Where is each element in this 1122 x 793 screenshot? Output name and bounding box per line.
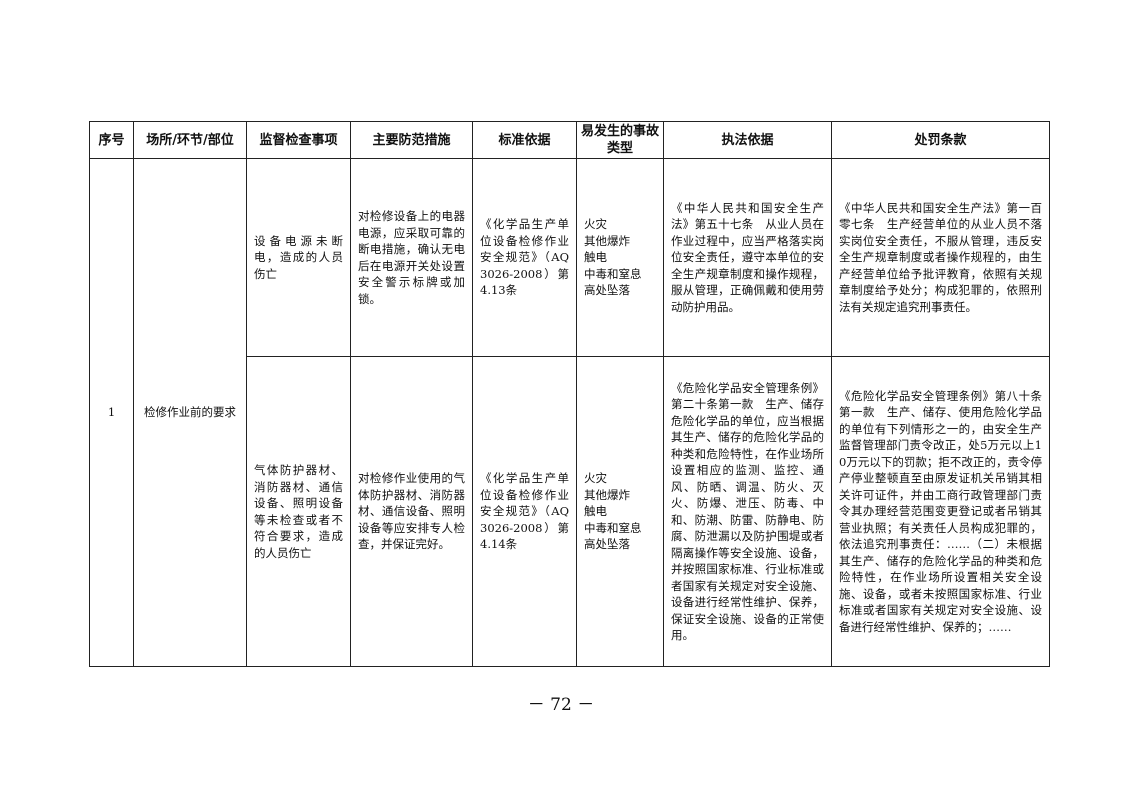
header-penalty: 处罚条款: [831, 121, 1050, 159]
law-cell: 《中华人民共和国安全生产法》第五十七条 从业人员在作业过程中，应当严格落实岗位安…: [663, 158, 832, 357]
accident-text: 火灾 其他爆炸 触电 中毒和窒息 高处坠落: [584, 217, 642, 298]
header-standard: 标准依据: [472, 121, 577, 159]
measure-text: 对检修作业使用的气体防护器材、消防器材、通信设备、照明设备等应安排专人检查，并保…: [358, 471, 465, 552]
header-row: 序号 场所/环节/部位 监督检查事项 主要防范措施 标准依据 易发生的事故类型 …: [89, 121, 1050, 159]
page-number: － 72 －: [527, 695, 595, 715]
standard-cell: 《化学品生产单位设备检修作业安全规范》（AQ 3026-2008）第4.13条: [472, 158, 577, 357]
place-cell: 检修作业前的要求: [133, 158, 247, 667]
law-text: 《中华人民共和国安全生产法》第五十七条 从业人员在作业过程中，应当严格落实岗位安…: [671, 200, 824, 314]
header-item: 监督检查事项: [246, 121, 351, 159]
penalty-text: 《危险化学品安全管理条例》第八十条第一款 生产、储存、使用危险化学品的单位有下列…: [839, 388, 1042, 634]
header-seq: 序号: [89, 121, 134, 159]
seq-number: 1: [107, 405, 116, 420]
header-law: 执法依据: [663, 121, 832, 159]
standard-cell: 《化学品生产单位设备检修作业安全规范》（AQ 3026-2008）第4.14条: [472, 356, 577, 667]
item-text: 设备电源未断电，造成的人员伤亡: [254, 233, 343, 281]
standard-text: 《化学品生产单位设备检修作业安全规范》（AQ 3026-2008）第4.14条: [480, 471, 569, 552]
standard-text: 《化学品生产单位设备检修作业安全规范》（AQ 3026-2008）第4.13条: [480, 217, 569, 298]
item-cell: 气体防护器材、消防器材、通信设备、照明设备等未检查或者不符合要求，造成的人员伤亡: [246, 356, 351, 667]
penalty-text: 《中华人民共和国安全生产法》第一百零七条 生产经营单位的从业人员不落实岗位安全责…: [839, 200, 1042, 314]
accident-cell: 火灾 其他爆炸 触电 中毒和窒息 高处坠落: [576, 158, 664, 357]
place-text: 检修作业前的要求: [144, 405, 236, 420]
seq-cell: 1: [89, 158, 134, 667]
measure-cell: 对检修作业使用的气体防护器材、消防器材、通信设备、照明设备等应安排专人检查，并保…: [350, 356, 473, 667]
accident-cell: 火灾 其他爆炸 触电 中毒和窒息 高处坠落: [576, 356, 664, 667]
item-text: 气体防护器材、消防器材、通信设备、照明设备等未检查或者不符合要求，造成的人员伤亡: [254, 463, 343, 560]
header-measure: 主要防范措施: [350, 121, 473, 159]
law-cell: 《危险化学品安全管理条例》第二十条第一款 生产、储存危险化学品的单位，应当根据其…: [663, 356, 832, 667]
table-row: 气体防护器材、消防器材、通信设备、照明设备等未检查或者不符合要求，造成的人员伤亡…: [90, 356, 1050, 667]
regulation-table: 序号 场所/环节/部位 监督检查事项 主要防范措施 标准依据 易发生的事故类型 …: [89, 121, 1050, 667]
measure-cell: 对检修设备上的电器电源，应采取可靠的断电措施，确认无电后在电源开关处设置安全警示…: [350, 158, 473, 357]
penalty-cell: 《中华人民共和国安全生产法》第一百零七条 生产经营单位的从业人员不落实岗位安全责…: [831, 158, 1050, 357]
header-accident: 易发生的事故类型: [576, 121, 664, 159]
table-row: 1 检修作业前的要求 设备电源未断电，造成的人员伤亡 对检修设备上的电器电源，应…: [89, 158, 1050, 667]
header-place: 场所/环节/部位: [133, 121, 247, 159]
item-cell: 设备电源未断电，造成的人员伤亡: [246, 158, 351, 357]
penalty-cell: 《危险化学品安全管理条例》第八十条第一款 生产、储存、使用危险化学品的单位有下列…: [831, 356, 1050, 667]
law-text: 《危险化学品安全管理条例》第二十条第一款 生产、储存危险化学品的单位，应当根据其…: [671, 380, 824, 643]
measure-text: 对检修设备上的电器电源，应采取可靠的断电措施，确认无电后在电源开关处设置安全警示…: [358, 209, 465, 306]
accident-text: 火灾 其他爆炸 触电 中毒和窒息 高处坠落: [584, 471, 642, 552]
